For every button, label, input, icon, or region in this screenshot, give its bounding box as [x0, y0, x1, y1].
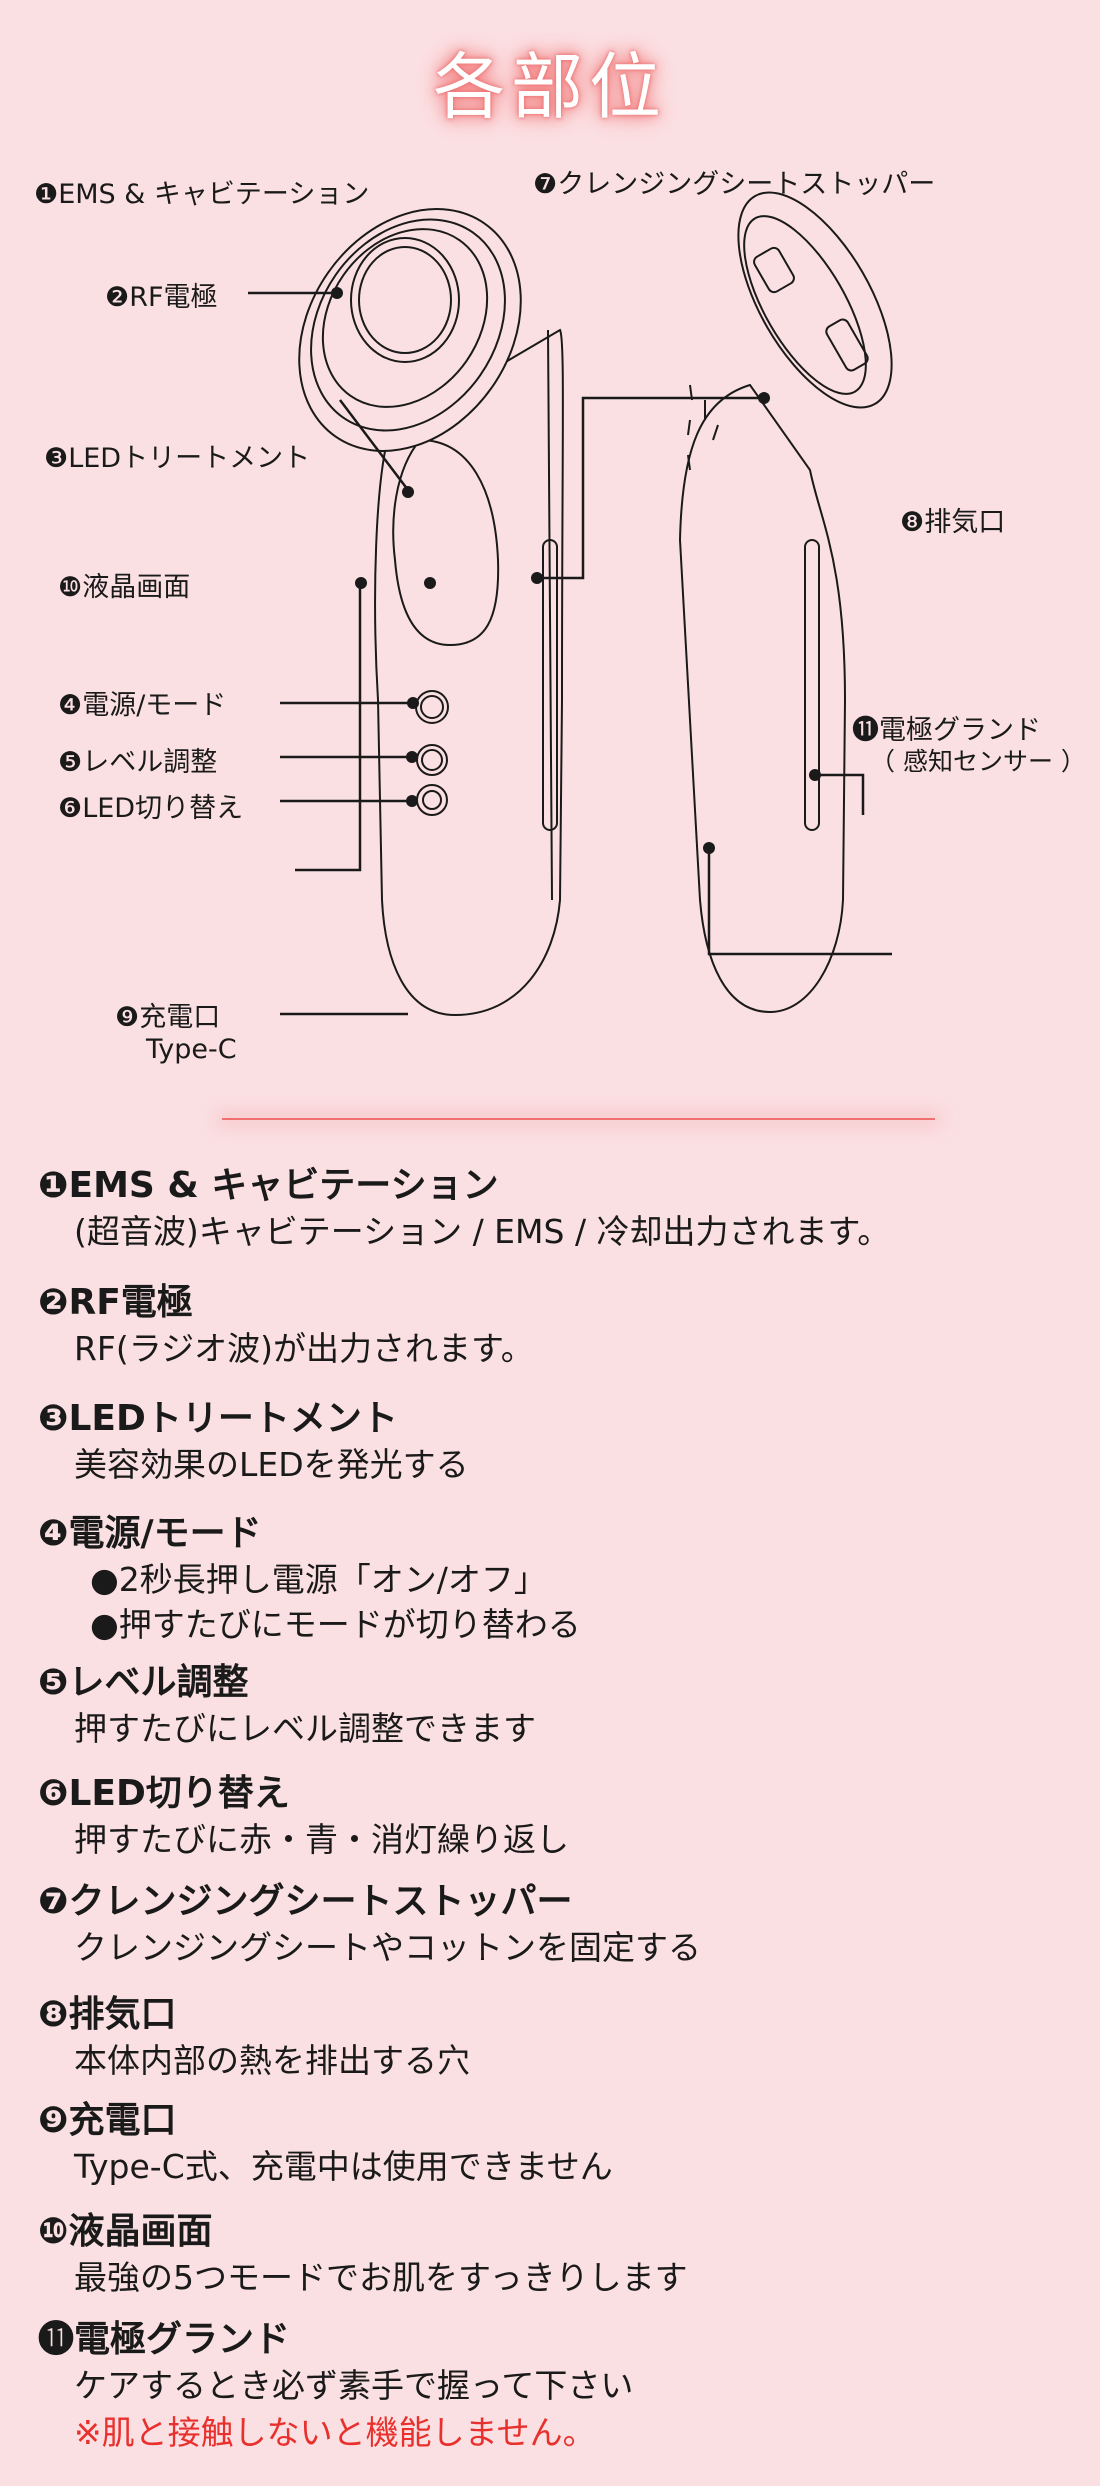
lcd-screen — [392, 438, 500, 647]
label-lcd-screen: ❿液晶画面 — [58, 572, 191, 603]
desc-led: ❸LEDトリートメント美容効果のLEDを発光する — [38, 1398, 469, 1484]
desc-power: ❹電源/モード●2秒長押し電源「オン/オフ」●押すたびにモードが切り替わる — [38, 1513, 581, 1644]
leader-dots — [331, 287, 821, 854]
leader-lines — [248, 291, 892, 1016]
label-sensor: （ 感知センサー ） — [870, 747, 1086, 776]
led-icon — [416, 784, 448, 816]
label-ems-cavitation: ❶EMS & キャビテーション — [34, 179, 370, 210]
label-power-mode: ❹電源/モード — [58, 690, 227, 721]
desc-ems: ❶EMS & キャビテーション(超音波)キャビテーション / EMS / 冷却出… — [38, 1165, 891, 1251]
label-charging-port: ❾充電口 — [115, 1002, 221, 1033]
desc-stopper: ❼クレンジングシートストッパークレンジングシートやコットンを固定する — [38, 1881, 701, 1967]
warning-text: ※肌と接触しないと機能しません。 — [74, 2413, 596, 2452]
label-led-switch: ❻LED切り替え — [58, 793, 244, 824]
desc-level: ❺レベル調整押すたびにレベル調整できます — [38, 1662, 536, 1748]
device-diagram — [248, 191, 893, 1017]
label-type-c: Type-C — [146, 1034, 237, 1065]
front-view-device — [298, 208, 564, 1017]
desc-exhaust: ❽排気口本体内部の熱を排出する穴 — [38, 1994, 470, 2080]
label-level-adjust: ❺レベル調整 — [58, 747, 218, 778]
desc-ground: ⓫電極グランドケアするとき必ず素手で握って下さい※肌と接触しないと機能しません。 — [38, 2318, 633, 2456]
label-led-treatment: ❸LEDトリートメント — [44, 443, 311, 474]
label-cleansing-sheet-stopper: ❼クレンジングシートストッパー — [533, 169, 936, 200]
desc-lcd: ❿液晶画面最強の5つモードでお肌をすっきりします — [38, 2211, 688, 2297]
label-electrode-ground: ⓫電極グランド — [852, 715, 1041, 746]
divider — [222, 1118, 935, 1120]
back-view-device — [678, 191, 893, 1014]
label-rf-electrode: ❷RF電極 — [105, 282, 218, 313]
desc-led-switch: ❻LED切り替え押すたびに赤・青・消灯繰り返し — [38, 1773, 569, 1859]
label-exhaust-port: ❽排気口 — [900, 507, 1006, 538]
page-title: 各部位 — [432, 45, 667, 129]
